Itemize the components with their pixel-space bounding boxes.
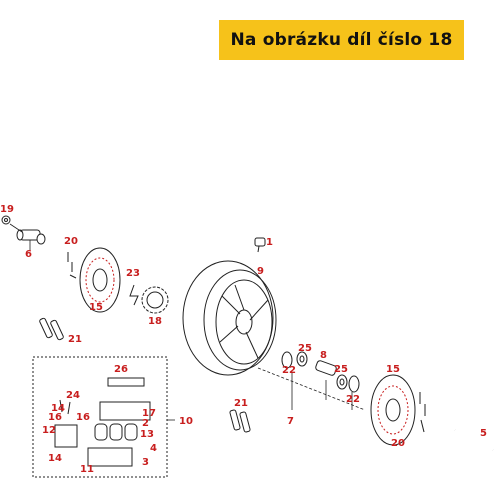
callout-1: 1 bbox=[266, 237, 273, 248]
callout-3: 3 bbox=[142, 457, 149, 468]
callout-16-right: 16 bbox=[76, 412, 90, 423]
callout-13: 13 bbox=[140, 429, 154, 440]
callout-14-bottom: 14 bbox=[48, 453, 62, 464]
part-23-clip[interactable] bbox=[129, 284, 139, 306]
callout-18: 18 bbox=[148, 316, 162, 327]
callout-15-right: 15 bbox=[386, 364, 400, 375]
callout-22-left: 22 bbox=[282, 365, 296, 376]
part-8-spacer[interactable] bbox=[315, 360, 337, 376]
callout-7: 7 bbox=[287, 416, 294, 427]
part-19-bolt[interactable] bbox=[1, 215, 11, 225]
callout-10: 10 bbox=[179, 416, 193, 427]
callout-12: 12 bbox=[42, 425, 56, 436]
part-18-sensor-ring[interactable] bbox=[141, 286, 169, 314]
callout-21-left: 21 bbox=[68, 334, 82, 345]
callout-9: 9 bbox=[257, 266, 264, 277]
part-20-disc-bolts-right[interactable] bbox=[419, 392, 426, 433]
callout-4: 4 bbox=[150, 443, 157, 454]
callout-17: 17 bbox=[142, 408, 156, 419]
callout-2: 2 bbox=[142, 418, 149, 429]
callout-26: 26 bbox=[114, 364, 128, 375]
part-6-axle-spacer[interactable] bbox=[16, 229, 46, 245]
part-10-brake-caliper-assembly[interactable] bbox=[32, 356, 175, 478]
callout-14-top: 14 bbox=[51, 403, 65, 414]
callout-22-right: 22 bbox=[346, 394, 360, 405]
callout-15-left: 15 bbox=[89, 302, 103, 313]
part-9-rear-wheel[interactable] bbox=[182, 260, 277, 376]
callout-16-left: 16 bbox=[48, 412, 62, 423]
callout-6: 6 bbox=[25, 249, 32, 260]
callout-11: 11 bbox=[80, 464, 94, 475]
part-15-brake-disc-left[interactable] bbox=[79, 247, 121, 313]
callout-5: 5 bbox=[480, 428, 487, 439]
part-20-disc-bolts[interactable] bbox=[67, 252, 77, 279]
callout-19: 19 bbox=[0, 204, 14, 215]
callout-20-right: 20 bbox=[391, 438, 405, 449]
callout-20-left: 20 bbox=[64, 236, 78, 247]
part-21-pins-right[interactable] bbox=[229, 409, 251, 433]
callout-8: 8 bbox=[320, 350, 327, 361]
callout-23: 23 bbox=[126, 268, 140, 279]
callout-25-left: 25 bbox=[298, 343, 312, 354]
part-22-25-bearings[interactable] bbox=[281, 351, 360, 393]
callout-25-right: 25 bbox=[334, 364, 348, 375]
part-15-brake-disc-right[interactable] bbox=[370, 374, 416, 446]
callout-24: 24 bbox=[66, 390, 80, 401]
part-1-valve[interactable] bbox=[254, 237, 266, 253]
highlight-banner: Na obrázku díl číslo 18 bbox=[219, 20, 464, 60]
callout-21-right: 21 bbox=[234, 398, 248, 409]
part-21-pins-left[interactable] bbox=[39, 317, 64, 341]
part-5-rear-axle[interactable] bbox=[454, 429, 494, 451]
